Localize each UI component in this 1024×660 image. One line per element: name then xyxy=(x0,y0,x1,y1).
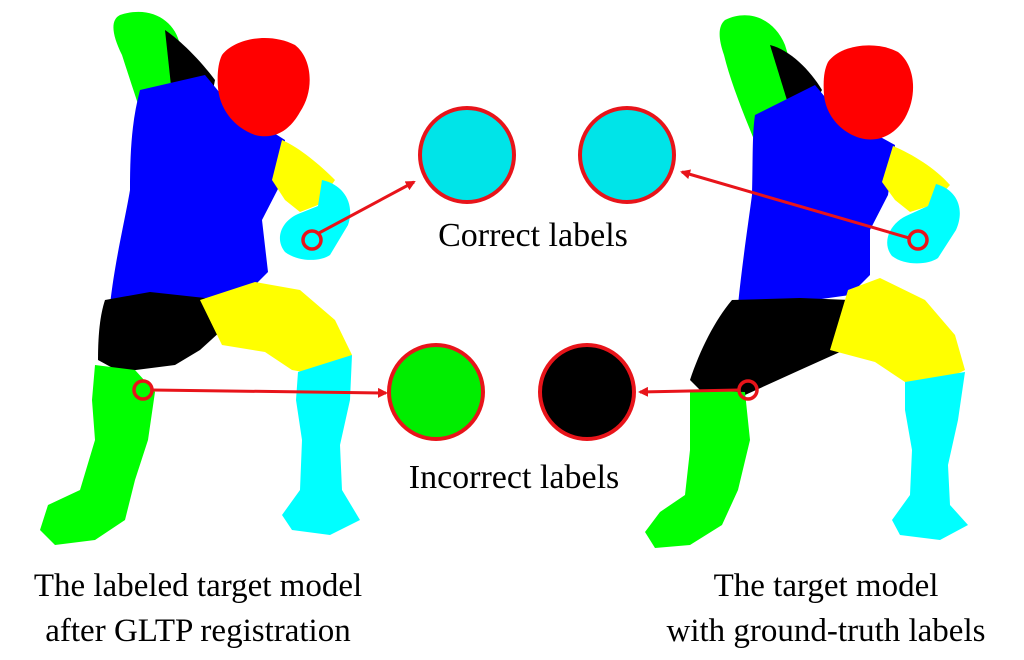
right-figure-forearm xyxy=(887,184,960,264)
left-correct-arrow xyxy=(318,180,416,235)
callouts xyxy=(132,106,929,441)
left-incorrect-arrow xyxy=(151,387,388,398)
right-figure-head xyxy=(823,45,914,140)
left-caption-line2: after GLTP registration xyxy=(45,613,350,649)
right-forearm-marker xyxy=(907,229,929,251)
right-figure-hips xyxy=(690,298,862,395)
left-figure-torso xyxy=(110,75,285,305)
right-figure xyxy=(645,15,968,548)
right-correct-arrow xyxy=(680,169,910,240)
left-figure xyxy=(40,11,360,545)
right-caption-line2: with ground-truth labels xyxy=(667,613,986,649)
left-figure-thigh xyxy=(200,282,352,375)
left-figure-left-leg xyxy=(40,365,155,545)
left-incorrect-swatch xyxy=(387,343,485,441)
right-incorrect-swatch xyxy=(538,343,636,441)
left-figure-right-leg xyxy=(282,355,360,535)
left-correct-swatch xyxy=(418,106,516,204)
left-forearm-marker xyxy=(301,229,323,251)
right-figure-torso xyxy=(738,85,895,305)
right-correct-swatch xyxy=(578,106,676,204)
incorrect-labels-text: Incorrect labels xyxy=(409,459,620,496)
right-caption-line1: The target model xyxy=(714,568,939,604)
left-figure-forearm xyxy=(279,180,351,260)
right-figure-left-leg xyxy=(645,390,750,548)
right-figure-right-leg xyxy=(892,372,968,540)
right-incorrect-arrow xyxy=(638,386,740,397)
left-figure-right-arm xyxy=(272,140,335,212)
left-figure-hips xyxy=(98,292,222,372)
right-figure-thigh xyxy=(830,278,965,385)
left-caption-line1: The labeled target model xyxy=(34,568,362,604)
correct-labels-text: Correct labels xyxy=(438,217,628,254)
left-figure-head xyxy=(217,37,310,137)
